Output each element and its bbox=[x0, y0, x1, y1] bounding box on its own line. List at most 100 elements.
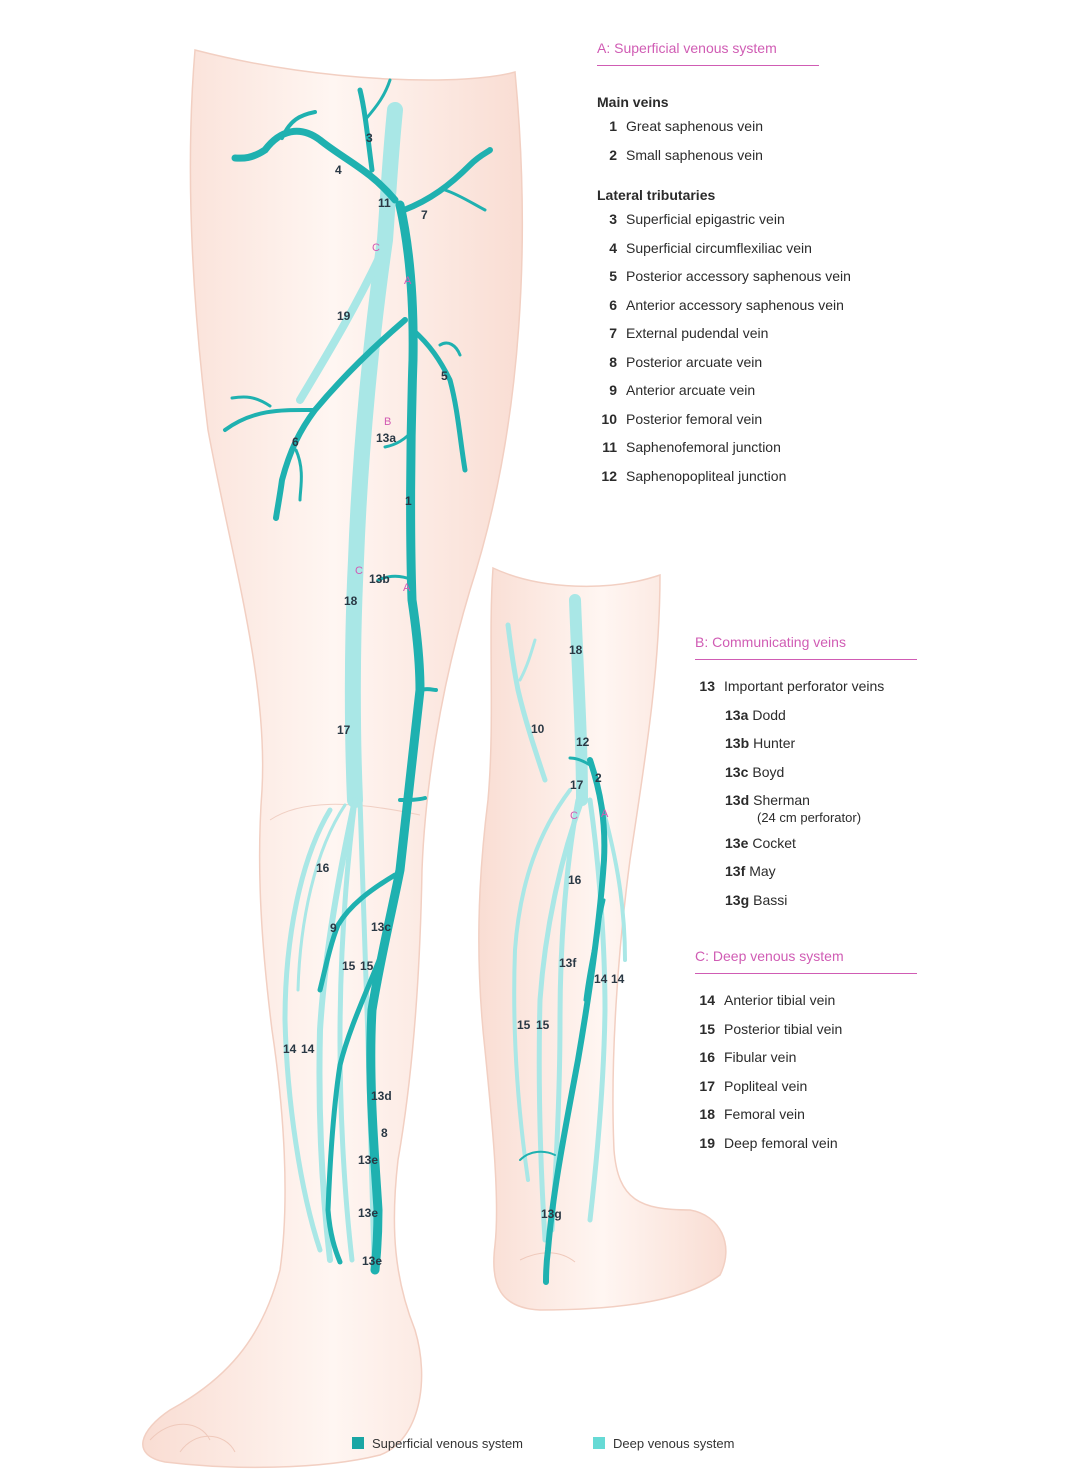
legend-item: 8Posterior arcuate vein bbox=[597, 348, 897, 377]
front-label: 13a bbox=[376, 431, 396, 445]
legend-number: 4 bbox=[597, 234, 617, 263]
superficial-swatch bbox=[352, 1437, 364, 1449]
legend-label: Anterior arcuate vein bbox=[626, 382, 755, 398]
legend-number: 19 bbox=[695, 1129, 715, 1158]
front-label: 14 bbox=[301, 1042, 315, 1056]
legend-number: 14 bbox=[695, 986, 715, 1015]
legend-label: Anterior tibial vein bbox=[724, 992, 835, 1008]
legend-number: 13 bbox=[695, 672, 715, 701]
perforator-item: 13cBoyd bbox=[695, 758, 935, 787]
legend-label: Small saphenous vein bbox=[626, 147, 763, 163]
legend-number: 12 bbox=[597, 462, 617, 491]
legend-label: Femoral vein bbox=[724, 1106, 805, 1122]
front-label: 13c bbox=[371, 920, 391, 934]
front-label: 16 bbox=[316, 861, 330, 875]
legend-label: Saphenofemoral junction bbox=[626, 439, 781, 455]
legend-item: 7 External pudendal vein bbox=[597, 319, 897, 348]
front-label-pink: C bbox=[372, 242, 380, 254]
deep-swatch bbox=[593, 1437, 605, 1449]
back-label: 17 bbox=[570, 778, 584, 792]
perforator-label: Dodd bbox=[752, 707, 785, 723]
legend-number: 5 bbox=[597, 262, 617, 291]
front-label-pink: A bbox=[404, 275, 412, 287]
front-label: 8 bbox=[381, 1126, 388, 1140]
perforator-label: Boyd bbox=[752, 764, 784, 780]
back-label: 12 bbox=[576, 735, 590, 749]
front-label: 14 bbox=[283, 1042, 297, 1056]
legend-label: Fibular vein bbox=[724, 1049, 796, 1065]
legend-number: 8 bbox=[597, 348, 617, 377]
perforator-item: 13bHunter bbox=[695, 729, 935, 758]
front-label: 18 bbox=[344, 594, 358, 608]
section-title: B: Communicating veins bbox=[695, 634, 917, 660]
perforator-label: Hunter bbox=[753, 735, 795, 751]
section-title: C: Deep venous system bbox=[695, 948, 917, 974]
legend-key-superficial: Superficial venous system bbox=[352, 1436, 523, 1451]
legend-item: 14 Anterior tibial vein bbox=[695, 986, 935, 1015]
front-label: 11 bbox=[378, 196, 391, 210]
legend-number: 2 bbox=[597, 141, 617, 170]
communicating-veins-panel: B: Communicating veins 13 Important perfo… bbox=[695, 634, 935, 914]
back-label: 10 bbox=[531, 722, 545, 736]
front-label: 15 bbox=[360, 959, 374, 973]
legend-item: 18 Femoral vein bbox=[695, 1100, 935, 1129]
legend-item: 11 Saphenofemoral junction bbox=[597, 433, 897, 462]
front-label-pink: C bbox=[355, 565, 363, 577]
back-label: 15 bbox=[536, 1018, 550, 1032]
perforator-id: 13e bbox=[725, 835, 748, 851]
deep-venous-system-panel: C: Deep venous system 14 Anterior tibial … bbox=[695, 948, 935, 1157]
section-title: A: Superficial venous system bbox=[597, 40, 819, 66]
perforator-label: Sherman bbox=[753, 792, 810, 808]
legend-number: 11 bbox=[597, 433, 617, 462]
perforator-item: 13aDodd bbox=[695, 701, 935, 730]
back-label-pink: A bbox=[601, 808, 609, 820]
legend-number: 15 bbox=[695, 1015, 715, 1044]
front-label: 13e bbox=[358, 1153, 378, 1167]
legend-number: 17 bbox=[695, 1072, 715, 1101]
legend-item: 13 Important perforator veins bbox=[695, 672, 935, 701]
perforator-id: 13b bbox=[725, 735, 749, 751]
legend-number: 7 bbox=[597, 319, 617, 348]
legend-label: External pudendal vein bbox=[626, 325, 768, 341]
legend-number: 18 bbox=[695, 1100, 715, 1129]
back-label: 13f bbox=[559, 956, 577, 970]
front-label: 9 bbox=[330, 921, 337, 935]
front-label: 6 bbox=[292, 435, 299, 449]
legend-label: Popliteal vein bbox=[724, 1078, 807, 1094]
front-label: 3 bbox=[366, 131, 373, 145]
perforator-id: 13a bbox=[725, 707, 748, 723]
legend-item: 16Fibular vein bbox=[695, 1043, 935, 1072]
legend-label: Superficial epigastric vein bbox=[626, 211, 785, 227]
front-label-pink: A bbox=[403, 582, 411, 594]
superficial-venous-system-panel: A: Superficial venous system Main veins … bbox=[597, 40, 897, 490]
legend-number: 9 bbox=[597, 376, 617, 405]
legend-label: Important perforator veins bbox=[724, 678, 884, 694]
legend-label: Deep femoral vein bbox=[724, 1135, 838, 1151]
front-label-pink: B bbox=[384, 416, 391, 428]
front-label: 17 bbox=[337, 723, 351, 737]
group-heading: Lateral tributaries bbox=[597, 187, 897, 203]
front-label: 13b bbox=[369, 572, 390, 586]
back-label: 2 bbox=[595, 771, 602, 785]
back-label: 16 bbox=[568, 873, 582, 887]
back-label: 15 bbox=[517, 1018, 531, 1032]
legend-item: 4Superficial circumflexiliac vein bbox=[597, 234, 897, 263]
front-label: 13e bbox=[358, 1206, 378, 1220]
perforator-item: 13fMay bbox=[695, 857, 935, 886]
legend-item: 9 Anterior arcuate vein bbox=[597, 376, 897, 405]
legend-label: Posterior femoral vein bbox=[626, 411, 762, 427]
back-label-pink: C bbox=[570, 810, 578, 822]
legend-key-deep: Deep venous system bbox=[593, 1436, 734, 1451]
legend-item: 2 Small saphenous vein bbox=[597, 141, 897, 170]
legend-label: Posterior accessory saphenous vein bbox=[626, 268, 851, 284]
front-leg-silhouette bbox=[143, 50, 522, 1467]
front-label: 19 bbox=[337, 309, 351, 323]
